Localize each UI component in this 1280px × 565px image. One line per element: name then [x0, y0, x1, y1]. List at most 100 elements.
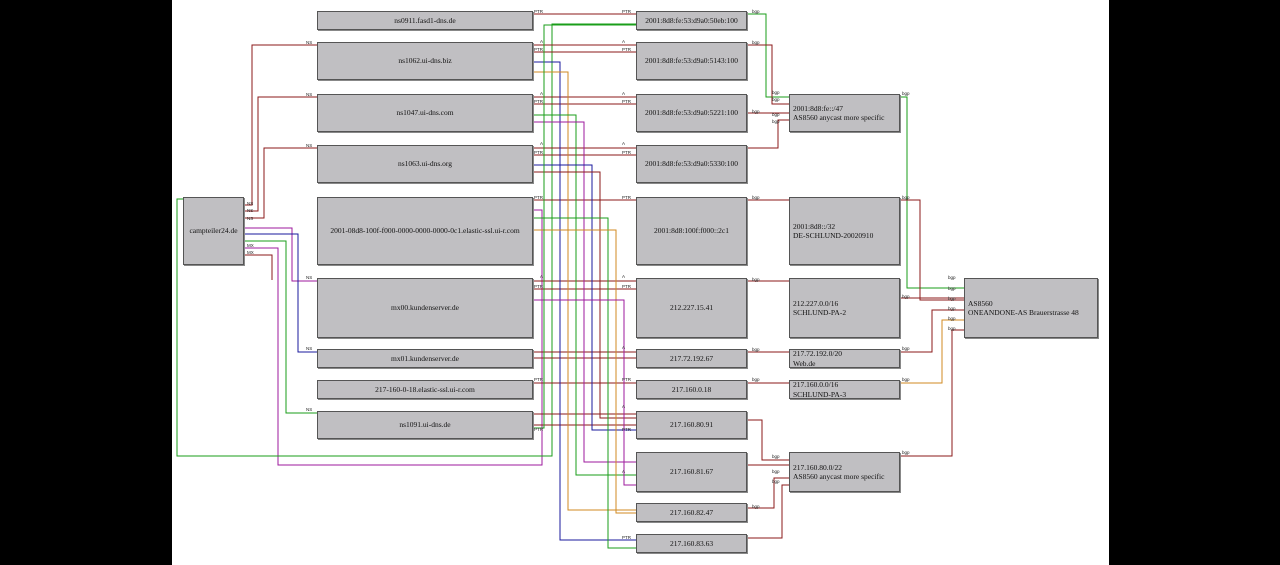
node-ns0911: ns0911.fasd1-dns.de	[317, 11, 533, 30]
node-prefix-212-227: 212.227.0.0/16 SCHLUND-PA-2	[789, 278, 900, 338]
bgp-edge	[747, 484, 789, 539]
node-label: 217.160.82.47	[669, 507, 714, 517]
crossing-edge	[533, 217, 636, 549]
crossing-edge	[533, 229, 636, 514]
node-label: mx00.kundenserver.de	[391, 303, 459, 313]
edge-label-bgp: bgp	[772, 90, 780, 95]
edge-label-bgp: bgp	[948, 275, 956, 280]
prefix-cidr: 2001:8d8:fe::/47	[793, 103, 843, 113]
node-prefix-v4-22: 217.160.80.0/22 AS8560 anycast more spec…	[789, 452, 900, 492]
edge-label-a: A	[622, 39, 626, 44]
crossing-edge	[533, 61, 636, 541]
node-label: 2001:8d8:fe:53:d9a0:5330:100	[645, 159, 738, 169]
node-ns1063: ns1063.ui-dns.org	[317, 145, 533, 183]
bgp-edge	[747, 119, 789, 149]
edge-label-ptr: PTR	[622, 377, 631, 382]
edge-label-bgp: bgp	[948, 286, 956, 291]
edge-label-bgp: bgp	[752, 347, 760, 352]
edge-label-ns: NS	[247, 216, 254, 221]
prefix-cidr: 217.72.192.0/20	[793, 349, 842, 359]
edge-label-bgp: bgp	[772, 454, 780, 459]
bgp-edge	[900, 96, 964, 289]
ns-edge	[244, 96, 317, 212]
edge-label-ptr: PTR	[622, 47, 631, 52]
edge-label-a: A	[540, 274, 544, 279]
node-label: 2001:8d8:fe:53:d9a0:5143:100	[645, 56, 738, 66]
edge-label-ptr: PTR	[622, 535, 631, 540]
node-ip-217-72-192-67: 217.72.192.67	[636, 349, 747, 368]
edge-label-bgp: bgp	[948, 296, 956, 301]
node-ip6-2c1: 2001:8d8:100f:f000::2c1	[636, 197, 747, 265]
node-label: 2001-08d8-100f-f000-0000-0000-0000-0c1.e…	[330, 226, 520, 236]
ns-edge	[244, 44, 317, 206]
prefix-desc: Web.de	[793, 358, 816, 368]
diagram-canvas: campteiler24.de ns0911.fasd1-dns.de ns10…	[172, 0, 1109, 565]
edge-label-bgp: bgp	[948, 326, 956, 331]
edge-label-bgp: bgp	[752, 504, 760, 509]
node-campteiler24: campteiler24.de	[183, 197, 244, 265]
edge-label-mx: MX	[247, 243, 254, 248]
node-ip-217-160-80-91: 217.160.80.91	[636, 411, 747, 439]
node-label: 2001:8d8:fe:53:d9a0:50eb:100	[645, 15, 738, 25]
edge-label-ns: NS	[306, 407, 313, 412]
node-ip-217-160-0-18: 217.160.0.18	[636, 380, 747, 399]
node-label: 217.160.83.63	[669, 538, 714, 548]
bgp-edge	[900, 319, 964, 384]
node-elastic-ssl-v6: 2001-08d8-100f-f000-0000-0000-0000-0c1.e…	[317, 197, 533, 265]
node-ip-217-160-82-47: 217.160.82.47	[636, 503, 747, 522]
edge-label-a: A	[622, 274, 626, 279]
node-prefix-v6-47: 2001:8d8:fe::/47 AS8560 anycast more spe…	[789, 94, 900, 132]
edge-label-ptr: PTR	[534, 9, 543, 14]
crossing-edge	[533, 164, 636, 431]
node-label: ns1062.ui-dns.biz	[398, 56, 452, 66]
edge-label-bgp: bgp	[772, 469, 780, 474]
ns-edge	[244, 147, 317, 219]
edge-label-ptr: PTR	[622, 9, 631, 14]
node-ip-217-160-83-63: 217.160.83.63	[636, 534, 747, 553]
edge-label-a: A	[622, 141, 626, 146]
edge-label-ptr: PTR	[534, 150, 543, 155]
node-label: 2001:8d8:fe:53:d9a0:5221:100	[645, 108, 738, 118]
node-label: 217.160.80.91	[669, 420, 714, 430]
prefix-cidr: 217.160.0.0/16	[793, 380, 839, 390]
node-ns1091: ns1091.ui-dns.de	[317, 411, 533, 439]
node-label: 217.160.81.67	[669, 467, 714, 477]
edge-label-ns: NS	[306, 92, 313, 97]
edge-label-ptr: PTR	[534, 99, 543, 104]
as-name: ONEANDONE-AS Brauerstrasse 48	[968, 308, 1079, 317]
edge-label-ptr: PTR	[534, 47, 543, 52]
node-label: ns1091.ui-dns.de	[399, 420, 451, 430]
node-ns1062: ns1062.ui-dns.biz	[317, 42, 533, 80]
node-prefix-217-72: 217.72.192.0/20 Web.de	[789, 349, 900, 368]
edge-label-bgp: bgp	[902, 450, 910, 455]
mx-edge	[244, 227, 317, 282]
node-prefix-217-160: 217.160.0.0/16 SCHLUND-PA-3	[789, 380, 900, 399]
edge-label-ptr: PTR	[534, 427, 543, 432]
crossing-edge	[533, 299, 636, 486]
edge-label-a: A	[540, 91, 544, 96]
prefix-cidr: 2001:8d8::/32	[793, 221, 836, 231]
edge-label-ns: NS	[306, 143, 313, 148]
node-mx00: mx00.kundenserver.de	[317, 278, 533, 338]
node-label: ns1063.ui-dns.org	[397, 159, 453, 169]
bgp-edge	[900, 329, 964, 457]
aaaa-edge	[176, 23, 636, 457]
crossing-edge	[533, 71, 636, 511]
crossing-edge	[533, 114, 636, 476]
edge-label-ptr: PTR	[622, 284, 631, 289]
mx-edge	[244, 233, 317, 353]
a-edge	[244, 209, 543, 466]
edge-label-bgp: bgp	[752, 9, 760, 14]
edge-label-ns: NS	[247, 208, 254, 213]
node-label: mx01.kundenserver.de	[391, 353, 459, 363]
node-label: ns0911.fasd1-dns.de	[394, 15, 456, 25]
edge-label-ns: NS	[247, 201, 254, 206]
node-ip-212-227-15-41: 212.227.15.41	[636, 278, 747, 338]
bgp-edge	[747, 477, 789, 509]
edge-label-mx: MX	[247, 250, 254, 255]
node-label: 217.160.0.18	[671, 384, 712, 394]
bgp-edge	[900, 199, 964, 301]
node-ip6-5221: 2001:8d8:fe:53:d9a0:5221:100	[636, 94, 747, 132]
edge-label-bgp: bgp	[752, 277, 760, 282]
edge-label-bgp: bgp	[772, 112, 780, 117]
